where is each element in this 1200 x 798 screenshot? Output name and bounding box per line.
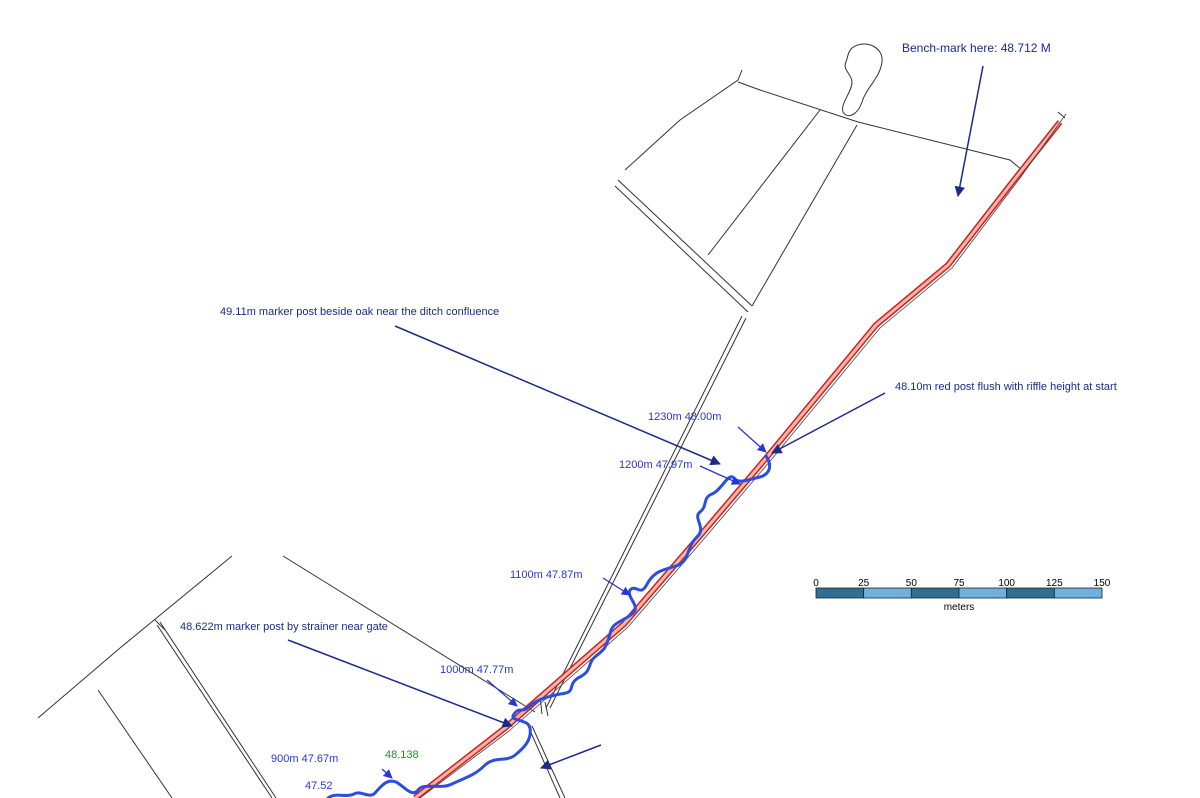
benchmark-annotation: Bench-mark here: 48.712 M <box>902 41 1051 198</box>
chainage-arrow-1230 <box>737 426 767 453</box>
oak-marker-annotation: 49.11m marker post beside oak near the d… <box>220 306 721 466</box>
scale-unit-label: meters <box>944 602 975 613</box>
scale-tick-label: 125 <box>1046 578 1063 589</box>
chainage-label-1000: 1000m 47.77m <box>440 664 513 676</box>
scale-segment <box>1053 587 1103 599</box>
scale-segment <box>910 587 960 599</box>
scale-segment <box>815 587 865 599</box>
chainage-arrow-900 <box>381 768 393 779</box>
pond-outline <box>842 43 883 117</box>
red-post-annotation: 48.10m red post flush with riffle height… <box>771 381 1117 454</box>
spot-height-label: 48.138 <box>385 749 419 761</box>
oak-marker-arrow <box>394 325 721 466</box>
strainer-marker-label: 48.622m marker post by strainer near gat… <box>180 621 388 633</box>
red-post-arrow <box>771 392 886 454</box>
chainage-label-1200: 1200m 47.97m <box>619 459 692 471</box>
benchmark-arrow <box>954 65 984 198</box>
red-post-label: 48.10m red post flush with riffle height… <box>895 381 1117 393</box>
scale-tick-label: 100 <box>998 578 1015 589</box>
scale-segment <box>863 587 912 599</box>
scale-tick-label: 25 <box>858 578 870 589</box>
strainer-marker-arrow <box>287 639 513 728</box>
chainage-arrow-1000 <box>486 679 518 707</box>
scale-tick-label: 150 <box>1094 578 1111 589</box>
strainer-marker-annotation: 48.622m marker post by strainer near gat… <box>180 621 513 728</box>
chainage-arrow-1200 <box>699 465 741 485</box>
gate-arrow <box>540 744 602 770</box>
scale-bar: 0 25 50 75 100 125 150 meters <box>813 578 1111 613</box>
chainage-label-4752: 47.52 <box>305 780 333 792</box>
benchmark-label: Bench-mark here: 48.712 M <box>902 41 1051 55</box>
river-meander <box>326 454 772 798</box>
scale-segment <box>958 587 1008 599</box>
chainage-labels: 1230m 48.00m 1200m 47.97m 1100m 47.87m 1… <box>271 411 767 792</box>
scale-tick-label: 0 <box>813 578 819 589</box>
chainage-label-1230: 1230m 48.00m <box>648 411 721 423</box>
chainage-label-900: 900m 47.67m <box>271 753 338 765</box>
straight-channel <box>413 113 1067 798</box>
scale-tick-label: 50 <box>906 578 918 589</box>
chainage-label-1100: 1100m 47.87m <box>510 569 583 581</box>
oak-marker-label: 49.11m marker post beside oak near the d… <box>220 306 499 318</box>
chainage-arrow-1100 <box>602 577 631 596</box>
scale-tick-label: 75 <box>953 578 965 589</box>
scale-segment <box>1006 587 1055 599</box>
